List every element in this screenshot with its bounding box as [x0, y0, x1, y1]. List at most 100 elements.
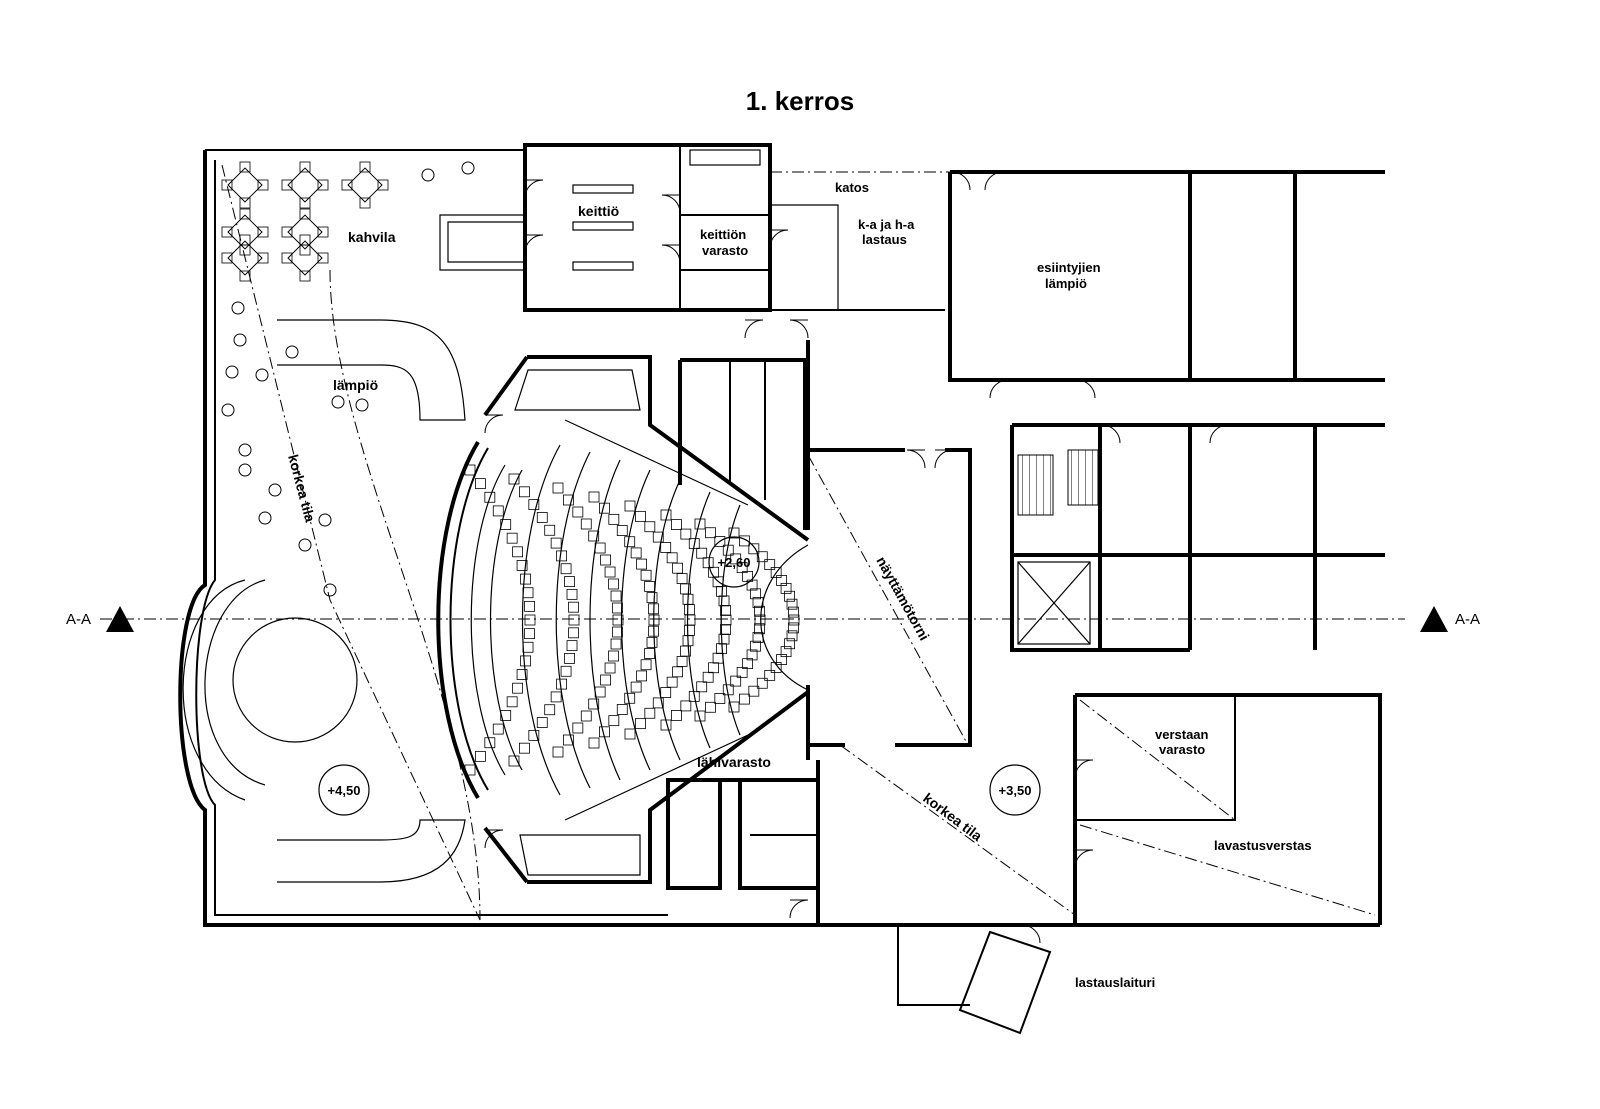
seat — [516, 560, 528, 571]
cafe-chair — [377, 179, 389, 191]
cafe-chair — [299, 234, 311, 246]
auditorium — [436, 355, 810, 884]
tree-symbol — [298, 538, 312, 552]
room-korkea-tila-1: korkea tila — [285, 453, 318, 524]
seat — [594, 542, 606, 554]
room-katos: katos — [835, 180, 869, 195]
seat — [754, 614, 766, 626]
seat — [705, 527, 716, 539]
seat — [608, 650, 619, 662]
cafe-chair — [317, 226, 329, 238]
seat — [600, 554, 612, 566]
seat — [680, 528, 692, 540]
door-swing-icon — [789, 899, 809, 919]
seat — [742, 658, 754, 670]
seat — [712, 576, 724, 588]
room-kahvila: kahvila — [348, 229, 396, 245]
door-swing-icon — [1074, 849, 1094, 869]
cafe-chair — [239, 161, 251, 173]
cafe-chair — [257, 226, 269, 238]
tree-symbol — [238, 463, 252, 477]
cafe-chair — [239, 208, 251, 220]
cafe-chair — [239, 244, 251, 256]
section-marker-left-icon — [106, 606, 134, 632]
tree-symbol — [461, 161, 475, 175]
cafe-tables — [221, 161, 389, 282]
cafe-chair — [359, 161, 371, 173]
door-swing-icon — [524, 179, 544, 199]
seat — [728, 701, 740, 713]
seat — [644, 521, 656, 533]
seat — [748, 685, 760, 697]
seat — [748, 543, 760, 555]
seat — [568, 627, 579, 639]
seat — [784, 590, 795, 602]
seat — [696, 681, 708, 693]
seat — [563, 494, 574, 506]
seat — [776, 654, 788, 665]
seat — [520, 573, 531, 585]
cafe-table — [287, 240, 323, 276]
seat — [680, 700, 692, 712]
seat — [788, 606, 799, 618]
cafe-table — [347, 167, 383, 203]
foyer — [182, 164, 481, 921]
room-labels: A-A A-A kahvila keittiö keittiön varasto… — [66, 180, 1480, 990]
cafe-chair — [299, 244, 311, 256]
seat — [492, 505, 504, 517]
seat — [746, 649, 758, 661]
seat — [739, 535, 750, 547]
seat — [764, 559, 776, 571]
level-workshop: +3,50 — [999, 783, 1032, 798]
seat — [475, 478, 486, 490]
room-esiintyjien-1: esiintyjien — [1037, 260, 1101, 275]
seat — [522, 641, 534, 653]
seat — [524, 628, 535, 640]
seat — [536, 717, 548, 728]
room-verstaan-2: varasto — [1159, 742, 1205, 757]
cafe-chair — [257, 252, 269, 264]
seat — [599, 502, 610, 514]
seat — [572, 506, 584, 518]
auditorium-seats — [464, 464, 800, 776]
seat — [608, 715, 620, 727]
seat — [560, 665, 572, 677]
seat — [786, 598, 798, 610]
seat — [624, 500, 636, 512]
tree-symbol — [238, 443, 252, 457]
cafe-chair — [299, 208, 311, 220]
level-foyer: +4,50 — [328, 783, 361, 798]
seat — [788, 614, 800, 626]
tree-symbol — [285, 345, 299, 359]
seat — [646, 592, 658, 604]
seat — [788, 622, 799, 634]
seat — [730, 553, 742, 565]
seat — [608, 578, 619, 590]
seat — [705, 701, 716, 713]
seat — [688, 538, 700, 550]
seat — [612, 614, 624, 626]
tree-symbol — [355, 398, 369, 412]
seat — [528, 729, 540, 741]
seat — [648, 614, 660, 626]
seat — [560, 563, 572, 575]
cafe-chair — [299, 270, 311, 282]
seat — [728, 527, 740, 539]
seat — [644, 581, 655, 592]
seat — [660, 719, 672, 731]
seat — [508, 755, 520, 767]
seat — [544, 524, 556, 536]
room-lahivarasto: lähivarasto — [697, 754, 771, 770]
seat — [750, 640, 761, 652]
seat — [492, 723, 504, 735]
seat — [484, 491, 496, 503]
door-swing-icon — [984, 171, 1004, 191]
seat — [563, 734, 574, 746]
section-marker-right-icon — [1420, 606, 1448, 632]
page-title: 1. kerros — [746, 86, 854, 116]
seat — [516, 669, 528, 680]
seat — [610, 638, 622, 650]
seat — [566, 588, 578, 600]
section-label-left: A-A — [66, 611, 91, 628]
seat — [672, 562, 684, 574]
